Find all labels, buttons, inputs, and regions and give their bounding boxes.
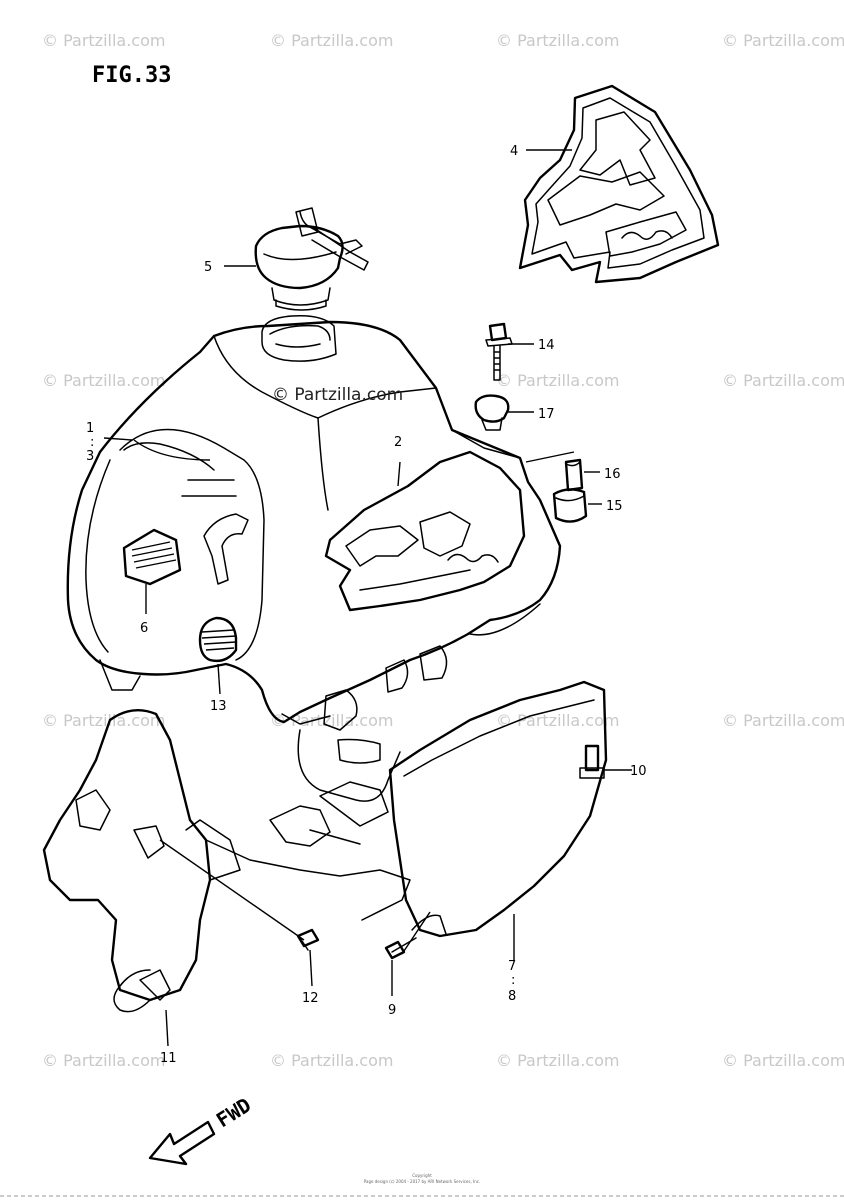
watermark: © Partzilla.com [270,31,393,50]
callout-10: 10 [630,764,647,779]
part-16-collar[interactable] [564,458,584,492]
watermark: © Partzilla.com [42,371,165,390]
callout-1: 1 [86,421,94,436]
part-15-cushion[interactable] [552,488,588,523]
callout-range-sep: : [511,973,515,988]
watermark: © Partzilla.com [42,711,165,730]
part-5-fuel-cap[interactable] [254,207,369,311]
part-17-cushion[interactable] [474,394,510,431]
callout-9: 9 [388,1003,396,1018]
callout-12: 12 [302,991,319,1006]
callout-5: 5 [204,260,212,275]
watermark-grid: © Partzilla.com © Partzilla.com © Partzi… [42,31,844,1070]
frame-bracket [205,781,411,921]
callout-13: 13 [210,699,227,714]
callout-4: 4 [510,144,518,159]
watermark: © Partzilla.com [722,371,844,390]
callout-14: 14 [538,338,555,353]
watermark: © Partzilla.com [496,31,619,50]
callout-8: 8 [508,989,516,1004]
figure-title: FIG.33 [92,63,171,88]
watermark: © Partzilla.com [722,31,844,50]
callout-6: 6 [140,621,148,636]
watermark: © Partzilla.com [722,1051,844,1070]
callout-17: 17 [538,407,555,422]
watermark: © Partzilla.com [722,711,844,730]
callout-3: 3 [86,449,94,464]
callout-numbers: 1 : 3 2 4 5 6 7 : 8 9 10 11 12 13 14 15 … [86,144,647,1066]
footer-credit: Page design (c) 2004 - 2017 by ARI Netwo… [364,1179,480,1184]
watermark: © Partzilla.com [496,371,619,390]
part-7-side-cover[interactable] [388,680,608,938]
callout-2: 2 [394,435,402,450]
part-1-fuel-tank[interactable] [66,314,562,802]
callout-16: 16 [604,467,621,482]
leader-lines [103,149,632,1047]
part-2-tank-decal[interactable] [324,450,526,612]
callout-range-sep: : [90,435,94,450]
part-11-frame-cover[interactable] [42,708,241,1013]
footer-copyright: Copyright [412,1173,432,1178]
forward-direction-indicator: FWD [148,1093,255,1166]
watermark: © Partzilla.com [270,1051,393,1070]
watermark: © Partzilla.com [496,1051,619,1070]
part-12-screw[interactable] [296,928,320,951]
part-10-screw[interactable] [579,744,605,779]
callout-7: 7 [508,959,516,974]
callout-11: 11 [160,1051,177,1066]
arrow-icon [148,1120,216,1166]
watermark: © Partzilla.com [496,711,619,730]
tank-clip [203,513,249,585]
callout-15: 15 [606,499,623,514]
watermark-center: © Partzilla.com [272,385,403,405]
part-6-bracket[interactable] [122,528,182,586]
fwd-label: FWD [212,1093,255,1132]
watermark: © Partzilla.com [42,31,165,50]
watermark: © Partzilla.com [42,1051,165,1070]
part-4-emblem-decal[interactable] [518,84,720,284]
watermark: © Partzilla.com [270,711,393,730]
part-13-cap[interactable] [198,616,238,663]
